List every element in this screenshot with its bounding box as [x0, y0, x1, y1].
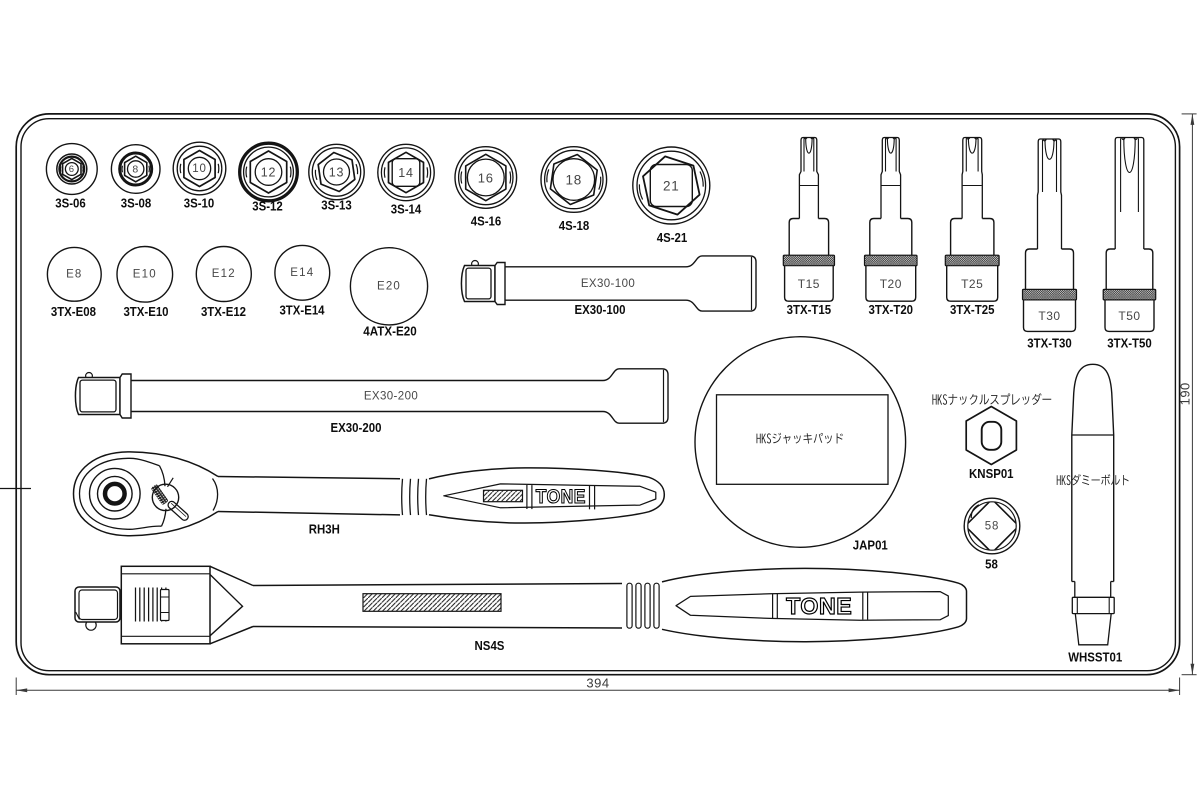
svg-text:E12: E12: [212, 268, 236, 280]
svg-text:394: 394: [586, 676, 609, 691]
svg-text:4S-21: 4S-21: [657, 230, 688, 245]
svg-text:14: 14: [398, 166, 414, 180]
svg-text:58: 58: [985, 521, 999, 533]
svg-text:EX30-200: EX30-200: [331, 420, 382, 435]
svg-text:WHSST01: WHSST01: [1068, 650, 1122, 665]
svg-text:EX30-100: EX30-100: [581, 278, 635, 290]
svg-text:3TX-T30: 3TX-T30: [1027, 336, 1072, 351]
svg-text:JAP01: JAP01: [853, 538, 888, 553]
svg-text:6: 6: [69, 164, 75, 175]
svg-text:T30: T30: [1038, 309, 1060, 323]
svg-text:E10: E10: [133, 268, 157, 280]
svg-text:3TX-E08: 3TX-E08: [51, 304, 96, 319]
svg-text:EX30-200: EX30-200: [364, 391, 418, 403]
svg-text:3TX-E12: 3TX-E12: [201, 304, 246, 319]
svg-text:4S-18: 4S-18: [559, 218, 590, 233]
svg-text:3TX-E14: 3TX-E14: [279, 303, 325, 318]
svg-text:12: 12: [261, 166, 277, 180]
svg-text:NS4S: NS4S: [475, 638, 505, 653]
svg-text:3S-13: 3S-13: [321, 198, 352, 213]
svg-text:3S-14: 3S-14: [391, 202, 422, 217]
svg-text:3TX-T20: 3TX-T20: [869, 302, 914, 317]
svg-text:8: 8: [132, 164, 139, 176]
svg-text:16: 16: [478, 171, 494, 186]
svg-text:3S-06: 3S-06: [55, 196, 86, 211]
svg-text:3S-08: 3S-08: [121, 196, 152, 211]
svg-text:E20: E20: [377, 280, 401, 292]
svg-text:3TX-E10: 3TX-E10: [123, 304, 168, 319]
svg-text:4S-16: 4S-16: [471, 214, 502, 229]
svg-text:RH3H: RH3H: [309, 522, 340, 537]
svg-text:3TX-T15: 3TX-T15: [787, 302, 832, 317]
svg-text:T50: T50: [1118, 309, 1140, 323]
svg-text:4ATX-E20: 4ATX-E20: [363, 324, 416, 339]
svg-text:EX30-100: EX30-100: [575, 302, 626, 317]
svg-text:3S-10: 3S-10: [184, 196, 215, 211]
svg-text:13: 13: [329, 166, 345, 180]
svg-text:T25: T25: [961, 277, 983, 291]
svg-text:T20: T20: [880, 277, 902, 291]
svg-text:18: 18: [565, 173, 582, 188]
svg-text:KNSP01: KNSP01: [969, 466, 1014, 481]
svg-text:E14: E14: [290, 267, 314, 279]
svg-text:3TX-T25: 3TX-T25: [950, 302, 995, 317]
svg-text:3S-12: 3S-12: [252, 199, 283, 214]
svg-text:TONE: TONE: [536, 486, 586, 508]
svg-text:E8: E8: [66, 268, 82, 280]
svg-text:58: 58: [985, 557, 998, 572]
svg-text:TONE: TONE: [786, 593, 852, 619]
svg-text:10: 10: [192, 163, 206, 175]
svg-text:3TX-T50: 3TX-T50: [1107, 336, 1152, 351]
svg-text:21: 21: [663, 179, 680, 194]
svg-text:190: 190: [1178, 382, 1193, 405]
svg-text:T15: T15: [798, 277, 820, 291]
